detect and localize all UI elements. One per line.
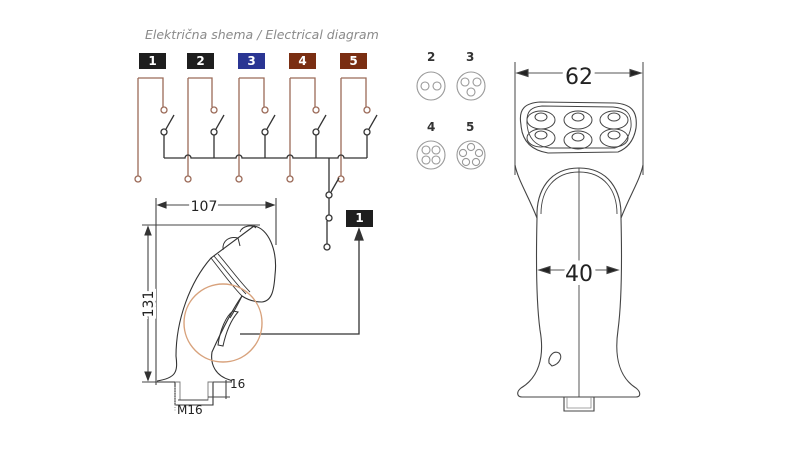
connector-label-4: 4 <box>427 120 436 134</box>
diagram-title: Električna shema / Electrical diagram <box>145 27 379 42</box>
leader-arrow <box>240 227 364 335</box>
connector-diagrams <box>416 71 486 170</box>
wire-badge-4: 4 <box>289 53 316 69</box>
wire-group-1 <box>134 77 175 183</box>
dim-base-16: 16 <box>230 377 245 391</box>
connector-4-pin <box>416 140 446 170</box>
trigger-highlight-circle <box>183 283 263 363</box>
output-badge-1: 1 <box>346 210 373 227</box>
dim-height-131: 131 <box>141 291 157 318</box>
wire-badge-2: 2 <box>187 53 214 69</box>
wire-group-5 <box>337 77 378 183</box>
wire-group-4 <box>286 77 327 183</box>
wire-badge-5: 5 <box>340 53 367 69</box>
wire-badge-3: 3 <box>238 53 265 69</box>
connector-label-2: 2 <box>427 50 436 64</box>
wiring-diagram <box>134 77 378 251</box>
connector-3-pin <box>456 71 486 101</box>
connector-label-5: 5 <box>466 120 475 134</box>
wire-badge-1: 1 <box>139 53 166 69</box>
connector-5-pin <box>456 140 486 170</box>
connector-2-pin <box>416 71 446 101</box>
connector-label-3: 3 <box>466 50 475 64</box>
side-view <box>142 198 277 412</box>
front-view <box>514 62 644 412</box>
wire-group-3 <box>235 77 276 183</box>
dim-width-107: 107 <box>191 199 218 215</box>
dim-grip-width-40: 40 <box>565 262 593 287</box>
wire-group-2 <box>184 77 225 183</box>
dim-top-width-62: 62 <box>565 65 593 90</box>
dim-thread-m16: M16 <box>177 403 203 417</box>
